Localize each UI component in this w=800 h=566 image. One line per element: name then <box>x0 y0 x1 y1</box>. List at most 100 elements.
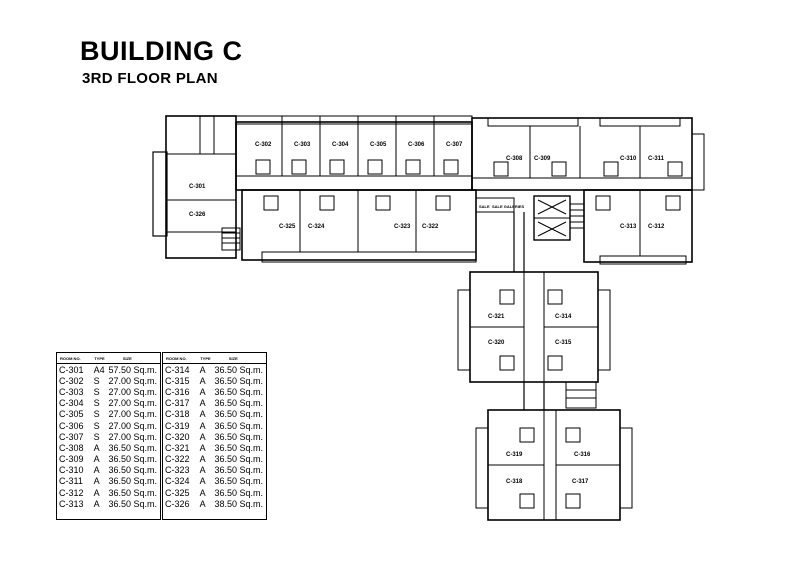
room-label-c308: C-308 <box>506 156 523 162</box>
room-label-c312: C-312 <box>648 224 665 230</box>
room-label-c307: C-307 <box>446 142 463 148</box>
size-cell: 27.00 Sq.m. <box>108 398 158 409</box>
size-cell: 36.50 Sq.m. <box>108 442 158 453</box>
room-label-c326: C-326 <box>189 212 206 218</box>
header-room-no: ROOM NO. <box>166 355 187 361</box>
room-no-cell: C-304 <box>59 398 84 409</box>
type-cell: A <box>93 454 100 465</box>
room-no-cell: C-313 <box>59 498 84 509</box>
room-no-cell: C-316 <box>165 386 190 397</box>
type-cell: S <box>93 398 100 409</box>
size-cell: 36.50 Sq.m. <box>214 442 264 453</box>
room-label-c303: C-303 <box>294 142 311 148</box>
schedule-header: ROOM NO. TYPE SIZE <box>57 353 160 364</box>
room-label-c325: C-325 <box>279 224 296 230</box>
type-cell: S <box>93 431 100 442</box>
room-no-cell: C-318 <box>165 409 190 420</box>
room-no-cell: C-321 <box>165 442 190 453</box>
room-label-c311: C-311 <box>648 156 665 162</box>
room-no-cell: C-317 <box>165 398 190 409</box>
size-cell: 36.50 Sq.m. <box>108 498 158 509</box>
room-no-cell: C-322 <box>165 454 190 465</box>
room-no-cell: C-305 <box>59 409 84 420</box>
size-cell: 27.00 Sq.m. <box>108 431 158 442</box>
room-no-cell: C-323 <box>165 465 190 476</box>
room-label-c318: C-318 <box>506 479 523 485</box>
room-no-cell: C-303 <box>59 386 84 397</box>
schedule-header: ROOM NO. TYPE SIZE <box>163 353 266 364</box>
room-label-c323: C-323 <box>394 224 411 230</box>
room-no-cell: C-301 <box>59 364 84 375</box>
header-type: TYPE <box>200 355 211 361</box>
table-row: C-322 A 36.50 Sq.m. <box>163 454 266 465</box>
room-no-cell: C-315 <box>165 375 190 386</box>
type-cell: A <box>199 431 206 442</box>
table-row: C-325 A 36.50 Sq.m. <box>163 487 266 498</box>
room-no-cell: C-325 <box>165 487 190 498</box>
room-no-cell: C-309 <box>59 454 84 465</box>
east-wing-outline <box>471 117 693 191</box>
header-size: SIZE <box>228 355 238 361</box>
page-subtitle: 3RD FLOOR PLAN <box>82 70 218 87</box>
type-cell: A <box>199 476 206 487</box>
south-units-outline <box>241 189 477 261</box>
room-label-c319: C-319 <box>506 452 523 458</box>
size-cell: 36.50 Sq.m. <box>214 375 264 386</box>
type-cell: A <box>199 386 206 397</box>
room-label-c306: C-306 <box>408 142 425 148</box>
size-cell: 36.50 Sq.m. <box>214 409 264 420</box>
size-cell: 36.50 Sq.m. <box>214 476 264 487</box>
room-label-c302: C-302 <box>255 142 272 148</box>
room-no-cell: C-326 <box>165 498 190 509</box>
room-label-c324: C-324 <box>308 224 325 230</box>
type-cell: A <box>199 420 206 431</box>
room-label-c322: C-322 <box>422 224 439 230</box>
room-label-c309: C-309 <box>534 156 551 162</box>
size-cell: 36.50 Sq.m. <box>214 431 264 442</box>
size-cell: 36.50 Sq.m. <box>214 398 264 409</box>
size-cell: 36.50 Sq.m. <box>214 420 264 431</box>
room-no-cell: C-311 <box>59 476 83 487</box>
header-size: SIZE <box>122 355 132 361</box>
size-cell: 27.00 Sq.m. <box>108 409 158 420</box>
type-cell: A4 <box>93 364 105 375</box>
type-cell: A <box>199 454 206 465</box>
type-cell: S <box>93 409 100 420</box>
size-cell: 36.50 Sq.m. <box>108 476 158 487</box>
room-label-c301: C-301 <box>189 184 206 190</box>
size-cell: 38.50 Sq.m. <box>214 498 264 509</box>
room-no-cell: C-307 <box>59 431 84 442</box>
annotation-sale-galeries: SALE GALERIES <box>492 204 525 209</box>
room-label-c315: C-315 <box>555 340 572 346</box>
table-row: C-309 A 36.50 Sq.m. <box>57 454 160 465</box>
room-no-cell: C-302 <box>59 375 84 386</box>
size-cell: 36.50 Sq.m. <box>214 454 264 465</box>
room-no-cell: C-312 <box>59 487 84 498</box>
room-label-c304: C-304 <box>332 142 349 148</box>
type-cell: A <box>199 487 206 498</box>
table-row: C-304 S 27.00 Sq.m. <box>57 398 160 409</box>
room-no-cell: C-310 <box>59 465 84 476</box>
type-cell: S <box>93 375 100 386</box>
size-cell: 27.00 Sq.m. <box>108 420 158 431</box>
room-label-c317: C-317 <box>572 479 589 485</box>
type-cell: A <box>93 487 100 498</box>
size-cell: 36.50 Sq.m. <box>108 454 158 465</box>
header-type: TYPE <box>94 355 105 361</box>
size-cell: 36.50 Sq.m. <box>214 487 264 498</box>
size-cell: 27.00 Sq.m. <box>108 375 158 386</box>
